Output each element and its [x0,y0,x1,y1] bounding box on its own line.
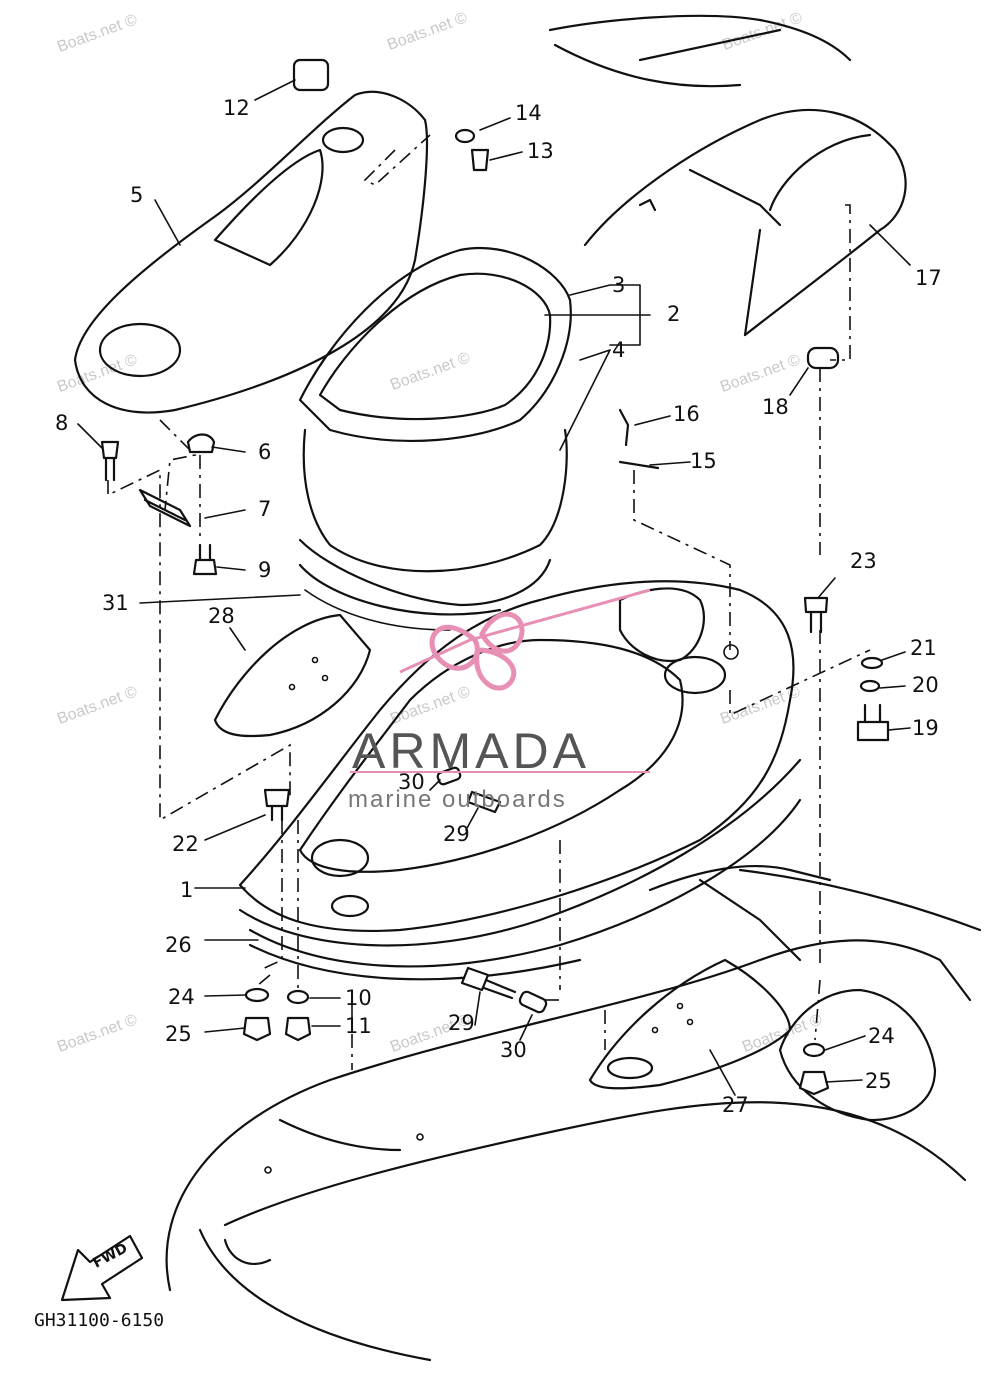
callout-6: 6 [258,440,272,464]
callout-14: 14 [515,101,542,125]
callout-11: 11 [345,1014,372,1038]
logo-tagline: marine outboards [348,786,567,813]
callout-17: 17 [915,266,942,290]
callout-22: 22 [172,832,199,856]
callout-13: 13 [527,139,554,163]
side-panel-27 [588,958,792,1090]
leader-lines [77,79,911,1096]
callout-1: 1 [180,878,194,902]
callout-4: 4 [612,338,626,362]
logo-wordmark: ARMADA [352,723,590,779]
callout-3: 3 [612,273,626,297]
assembly-lines [107,134,871,1070]
callout-7: 7 [258,497,272,521]
callout-19: 19 [912,716,939,740]
mount-plate-right [778,988,937,1122]
callout-15: 15 [690,449,717,473]
deck-body-1 [238,580,802,981]
callout-21: 21 [910,636,937,660]
storage-box-2 [298,247,572,631]
callout-29-lower: 29 [448,1011,475,1035]
callout-10: 10 [345,986,372,1010]
callout-26: 26 [165,933,192,957]
callout-31: 31 [102,591,129,615]
callout-16: 16 [673,402,700,426]
armada-logo-icon [350,588,651,773]
part-code: GH31100-6150 [34,1310,165,1331]
side-panel-28 [213,613,372,738]
callout-9: 9 [258,558,272,582]
callout-24-right: 24 [868,1024,895,1048]
hatch-cover-5 [73,58,429,414]
callout-8: 8 [55,411,69,435]
fwd-arrow-icon [60,1234,144,1302]
callout-2: 2 [667,302,681,326]
rear-seat-cover-17 [548,14,907,337]
callout-20: 20 [912,673,939,697]
cap-12 [292,58,330,92]
callout-30-lower: 30 [500,1038,527,1062]
callout-24-left: 24 [168,985,195,1009]
callout-12: 12 [223,96,250,120]
callout-25-left: 25 [165,1022,192,1046]
callout-23: 23 [850,549,877,573]
callout-18: 18 [762,395,789,419]
callout-25-right: 25 [865,1069,892,1093]
callout-30-upper: 30 [398,770,425,794]
callout-28: 28 [208,604,235,628]
callout-5: 5 [130,183,144,207]
hardware-parts [100,128,890,1042]
callout-27: 27 [722,1093,749,1117]
callout-29-upper: 29 [443,822,470,846]
